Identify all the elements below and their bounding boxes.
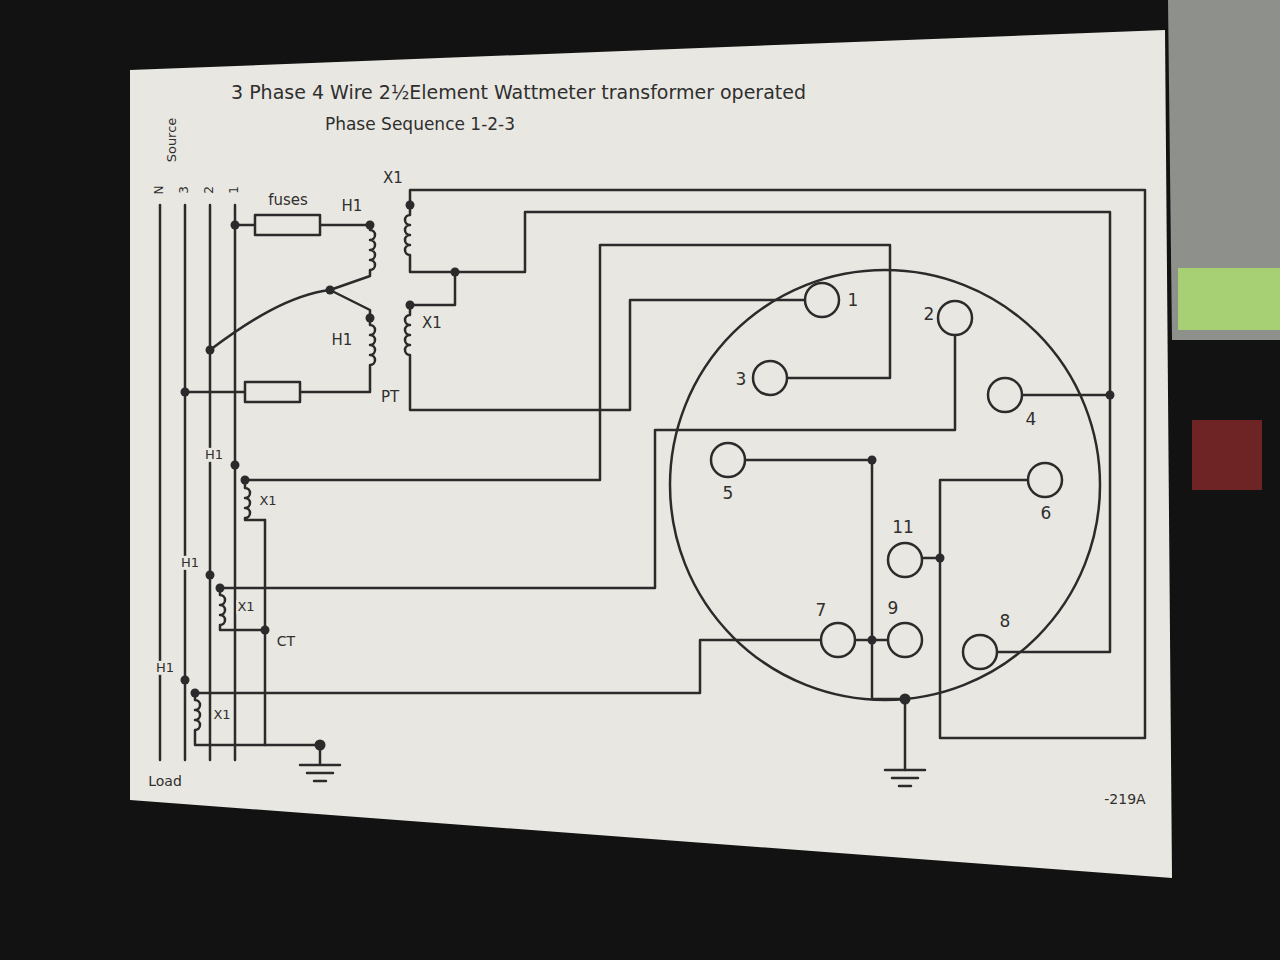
junction-dot bbox=[868, 636, 877, 645]
line-number: 1 bbox=[228, 185, 241, 195]
ct-coil bbox=[220, 335, 955, 630]
pin-number: 1 bbox=[847, 291, 860, 310]
meter-pins bbox=[711, 283, 1062, 669]
junction-dot bbox=[326, 286, 335, 295]
pin bbox=[938, 301, 972, 335]
fuse-symbol bbox=[245, 382, 300, 402]
pin-number: 5 bbox=[722, 484, 735, 503]
pin bbox=[711, 443, 745, 477]
ground-symbol bbox=[885, 770, 925, 786]
wire bbox=[210, 290, 330, 350]
wire bbox=[745, 460, 905, 770]
junction-dot bbox=[231, 461, 240, 470]
terminal-label: H1 bbox=[204, 448, 224, 462]
junction-dot bbox=[241, 476, 250, 485]
pt-secondary-coil bbox=[405, 205, 1110, 652]
terminal-label: X1 bbox=[382, 170, 404, 187]
pin-number: 7 bbox=[815, 601, 828, 620]
junction-dot bbox=[868, 456, 877, 465]
terminal-label: X1 bbox=[236, 600, 255, 614]
pin-number: 8 bbox=[999, 612, 1012, 631]
transformer-label: CT bbox=[276, 634, 296, 649]
junction-dot bbox=[406, 201, 415, 210]
junction-dot bbox=[231, 221, 240, 230]
line-number: 3 bbox=[178, 185, 191, 195]
pt-primary-coil bbox=[330, 225, 375, 318]
terminal-label: H1 bbox=[331, 332, 354, 349]
terminal-label: H1 bbox=[155, 661, 175, 675]
junction-dot bbox=[216, 584, 225, 593]
junction-dot bbox=[451, 268, 460, 277]
fuse-symbol bbox=[255, 215, 320, 235]
pin-number: 4 bbox=[1025, 410, 1038, 429]
junction-dot bbox=[181, 676, 190, 685]
pin bbox=[888, 623, 922, 657]
terminal-label: H1 bbox=[341, 198, 364, 215]
label-sticker bbox=[130, 30, 1172, 878]
background-object bbox=[1178, 268, 1280, 330]
drawing-number: -219A bbox=[1103, 792, 1146, 807]
terminal-label: X1 bbox=[212, 708, 231, 722]
wiring bbox=[160, 190, 1145, 786]
background-wall bbox=[1168, 0, 1280, 340]
pin-number: 9 bbox=[887, 599, 900, 618]
junction-dot bbox=[206, 346, 215, 355]
junction-dot bbox=[191, 689, 200, 698]
pin bbox=[888, 543, 922, 577]
load-label: Load bbox=[147, 774, 183, 789]
terminal-label: X1 bbox=[421, 315, 443, 332]
pin-number: 11 bbox=[891, 518, 915, 537]
subtitle: Phase Sequence 1-2-3 bbox=[324, 115, 516, 134]
source-line bbox=[160, 205, 235, 760]
junction-dots bbox=[181, 201, 1115, 751]
source-label: Source bbox=[165, 117, 179, 164]
line-number: N bbox=[153, 185, 166, 196]
pin-number: 2 bbox=[923, 305, 936, 324]
title: 3 Phase 4 Wire 2½Element Wattmeter trans… bbox=[230, 82, 807, 103]
pin bbox=[1028, 463, 1062, 497]
pin bbox=[805, 283, 839, 317]
junction-dot bbox=[936, 554, 945, 563]
ct-coil bbox=[245, 245, 890, 520]
fuse-label: fuses bbox=[267, 192, 309, 209]
pin-number: 3 bbox=[735, 370, 748, 389]
terminal-label: X1 bbox=[258, 494, 277, 508]
junction-dot bbox=[366, 314, 375, 323]
ct-coil bbox=[195, 640, 821, 745]
background-object bbox=[1192, 420, 1262, 490]
transformer-label: PT bbox=[380, 389, 400, 406]
pin bbox=[963, 635, 997, 669]
junction-dot bbox=[206, 571, 215, 580]
pin bbox=[988, 378, 1022, 412]
junction-dot bbox=[261, 626, 270, 635]
junction-dot bbox=[366, 221, 375, 230]
junction-dot bbox=[181, 388, 190, 397]
pin-number: 6 bbox=[1040, 504, 1053, 523]
wire bbox=[410, 190, 1145, 738]
junction-dot bbox=[406, 301, 415, 310]
line-number: 2 bbox=[203, 185, 216, 195]
junction-dot bbox=[1106, 391, 1115, 400]
pin bbox=[821, 623, 855, 657]
junction-dot bbox=[315, 740, 326, 751]
terminal-label: H1 bbox=[180, 556, 200, 570]
pt-secondary-coil bbox=[405, 300, 805, 410]
meter-base-outline bbox=[670, 270, 1100, 700]
pin bbox=[753, 361, 787, 395]
junction-dot bbox=[900, 694, 911, 705]
